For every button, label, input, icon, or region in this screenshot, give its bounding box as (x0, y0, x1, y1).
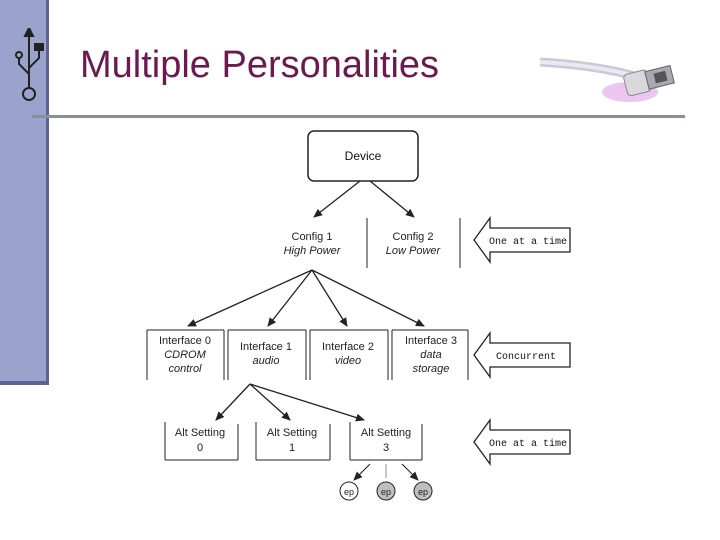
svg-text:audio: audio (253, 355, 280, 367)
svg-text:One at a time: One at a time (489, 438, 567, 450)
svg-text:Interface 3: Interface 3 (405, 335, 457, 347)
svg-text:Interface 1: Interface 1 (240, 341, 292, 353)
svg-text:Interface 2: Interface 2 (322, 341, 374, 353)
interface-node: Interface 0 CDROM control (146, 329, 225, 380)
interface-node: Interface 1 audio (227, 329, 307, 380)
svg-text:control: control (168, 363, 202, 375)
svg-text:Concurrent: Concurrent (496, 352, 556, 363)
svg-text:CDROM: CDROM (164, 349, 206, 361)
sidebar-shadow (46, 0, 49, 385)
usb-trident-icon (15, 28, 44, 101)
svg-text:Alt Setting: Alt Setting (267, 427, 317, 439)
svg-text:1: 1 (289, 442, 295, 454)
svg-text:Alt Setting: Alt Setting (361, 427, 411, 439)
title-underline (32, 115, 685, 118)
sidebar-bottom-edge (0, 381, 49, 385)
config-node: Config 1 High Power (284, 231, 342, 257)
svg-text:ep: ep (381, 487, 391, 497)
svg-text:storage: storage (413, 363, 450, 375)
svg-text:Alt Setting: Alt Setting (175, 427, 225, 439)
svg-text:3: 3 (383, 442, 389, 454)
slide-title: Multiple Personalities (80, 44, 440, 86)
config-2-name: Config 2 (393, 231, 434, 243)
svg-text:ep: ep (418, 487, 428, 497)
callout-arrow: Concurrent (473, 331, 571, 379)
config-1-name: Config 1 (292, 231, 333, 243)
interface-node: Interface 2 video (309, 329, 389, 380)
device-node: Device (307, 130, 419, 182)
endpoint-node: ep (376, 481, 396, 501)
sidebar-band (0, 0, 46, 385)
config-node: Config 2 Low Power (386, 231, 442, 257)
config-1-power: High Power (284, 245, 342, 257)
config-2-power: Low Power (386, 245, 442, 257)
alt-setting-node: Alt Setting 0 (164, 422, 239, 461)
svg-text:data: data (420, 349, 441, 361)
endpoint-node: ep (339, 481, 359, 501)
svg-text:0: 0 (197, 442, 203, 454)
callout-arrow: One at a time (473, 216, 571, 264)
callout-arrow: One at a time (473, 418, 571, 466)
usb-cable-plug-icon (539, 57, 675, 102)
alt-setting-node: Alt Setting 3 (349, 422, 423, 461)
device-label: Device (345, 149, 382, 163)
svg-text:video: video (335, 355, 361, 367)
interface-node: Interface 3 data storage (391, 329, 469, 380)
endpoint-node: ep (413, 481, 433, 501)
svg-text:ep: ep (344, 487, 354, 497)
alt-setting-node: Alt Setting 1 (255, 422, 331, 461)
svg-text:Interface 0: Interface 0 (159, 335, 211, 347)
svg-text:One at a time: One at a time (489, 236, 567, 248)
